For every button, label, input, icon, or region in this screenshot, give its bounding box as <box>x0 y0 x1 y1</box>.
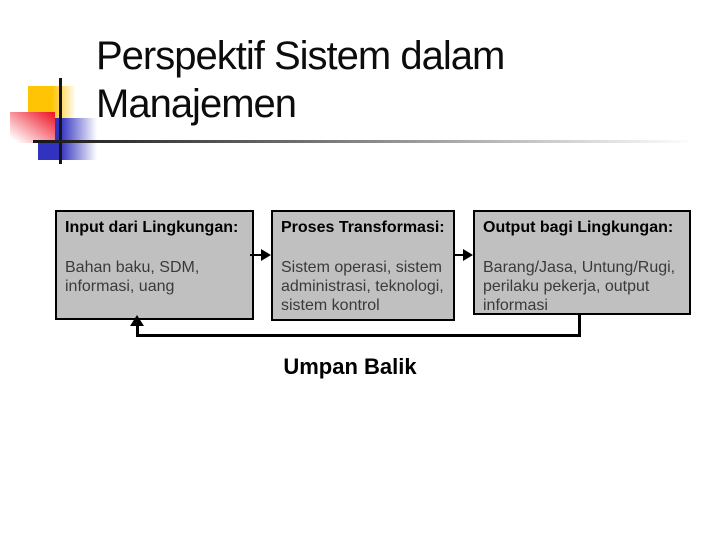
process-box: Proses Transformasi: Sistem operasi, sis… <box>271 210 455 321</box>
slide-title-line-1: Perspektif Sistem dalam <box>96 34 505 78</box>
input-box-body: Bahan baku, SDM, informasi, uang <box>65 258 244 296</box>
process-box-body-line: sistem kontrol <box>281 297 380 314</box>
feedback-label: Umpan Balik <box>283 354 417 379</box>
title-underline <box>33 140 695 143</box>
process-box-body-line: administrasi, teknologi, <box>281 278 444 295</box>
accent-vertical-line <box>59 78 62 164</box>
process-box-header: Proses Transformasi: <box>281 219 445 236</box>
input-box-body-line: informasi, uang <box>65 278 175 295</box>
output-box-body: Barang/Jasa, Untung/Rugi, perilaku peker… <box>483 258 681 315</box>
process-box-body-line: Sistem operasi, sistem <box>281 259 442 276</box>
slide-title-line-2: Manajemen <box>96 82 297 126</box>
output-box-body-line: perilaku pekerja, output <box>483 278 650 295</box>
output-box-body-line: Barang/Jasa, Untung/Rugi, <box>483 259 676 276</box>
output-box-body-line: informasi <box>483 297 548 314</box>
arrow-line <box>250 254 262 256</box>
feedback-line-stub <box>136 326 139 335</box>
slide-title: Perspektif Sistem dalam Manajemen <box>96 32 505 128</box>
feedback-line-horizontal <box>136 334 581 337</box>
output-box-header: Output bagi Lingkungan: <box>483 219 674 236</box>
feedback-line-vertical <box>578 315 581 336</box>
input-box-body-line: Bahan baku, SDM, <box>65 259 200 276</box>
accent-red-square <box>10 112 55 143</box>
arrow-line <box>455 254 464 256</box>
input-box-header: Input dari Lingkungan: <box>65 219 239 236</box>
arrow-up-icon <box>130 315 144 326</box>
input-box: Input dari Lingkungan: Bahan baku, SDM, … <box>55 210 254 320</box>
arrow-right-icon <box>463 249 473 261</box>
process-box-body: Sistem operasi, sistem administrasi, tek… <box>281 258 445 315</box>
output-box: Output bagi Lingkungan: Barang/Jasa, Unt… <box>473 210 691 315</box>
arrow-right-icon <box>261 249 271 261</box>
